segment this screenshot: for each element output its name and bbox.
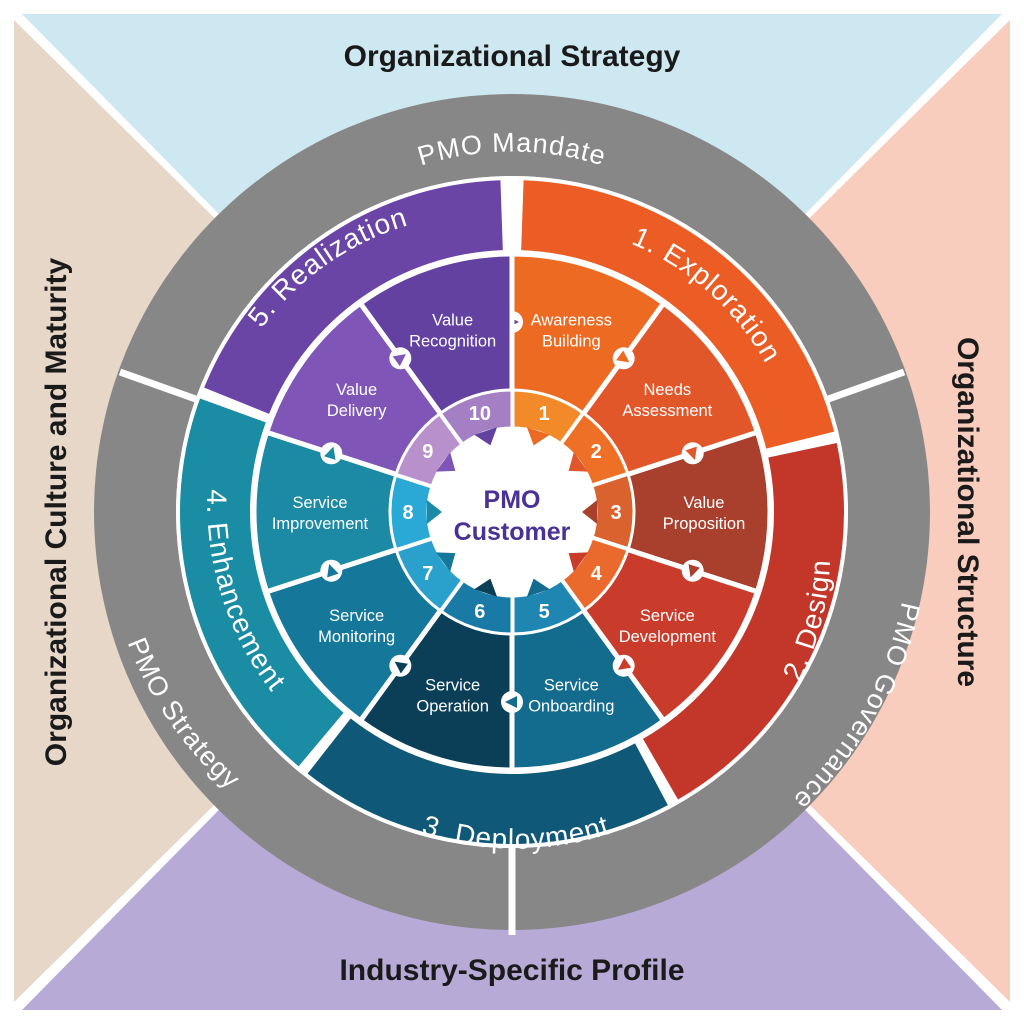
organizational-culture-label: Organizational Culture and Maturity <box>40 257 73 766</box>
center-pointer-icon <box>582 500 598 524</box>
realization-band <box>204 180 503 414</box>
step-label-line2: Operation <box>416 698 488 716</box>
step-number-1: 1 <box>539 403 550 425</box>
step-number-6: 6 <box>474 601 485 623</box>
step-label-line2: Building <box>542 332 601 350</box>
step-label-line2: Improvement <box>272 515 369 533</box>
design-band <box>643 442 844 800</box>
arrow-head-icon <box>685 446 697 460</box>
step-label-line2: Monitoring <box>318 628 395 646</box>
center-hub <box>426 427 598 597</box>
step-label-line2: Development <box>619 628 717 646</box>
step-arrow-4 <box>681 559 704 582</box>
center-label-line2: Customer <box>454 518 571 546</box>
arrow-head-icon <box>324 446 336 460</box>
step-label-line1: Value <box>432 311 473 329</box>
arrow-head-icon <box>616 350 630 363</box>
center-circle <box>428 428 596 596</box>
step-number-2: 2 <box>591 441 602 463</box>
step-label-line1: Service <box>544 677 599 695</box>
step-label-line1: Service <box>292 494 347 512</box>
step-number-9: 9 <box>422 441 433 463</box>
step-label-line1: Service <box>640 607 695 625</box>
arrow-head-icon <box>394 661 408 674</box>
step-label-line2: Recognition <box>409 332 496 350</box>
step-label-line1: Needs <box>643 381 691 399</box>
center-pointer-icon <box>436 452 456 472</box>
center-pointer-icon <box>474 578 498 597</box>
step-arrow-2 <box>612 347 635 370</box>
enhancement-band <box>179 398 344 767</box>
step-label-line1: Service <box>425 677 480 695</box>
arrow-head-icon <box>392 354 406 367</box>
step-number-5: 5 <box>539 601 550 623</box>
step-label-line2: Delivery <box>327 402 387 420</box>
step-label-line1: Awareness <box>531 311 612 329</box>
step-label-line2: Assessment <box>622 402 712 420</box>
organizational-strategy-label: Organizational Strategy <box>344 40 681 73</box>
step-label-line1: Value <box>684 494 725 512</box>
step-arrow-5 <box>612 654 635 677</box>
step-number-7: 7 <box>422 563 433 585</box>
step-label-line2: Proposition <box>663 515 746 533</box>
organizational-structure-label: Organizational Structure <box>951 337 984 687</box>
step-arrow-7 <box>389 654 412 677</box>
center-label-line1: PMO <box>484 486 541 514</box>
arrow-head-icon <box>688 564 700 578</box>
step-number-4: 4 <box>591 563 603 585</box>
center-pointer-icon <box>568 452 588 472</box>
step-label-line1: Value <box>336 381 377 399</box>
step-number-8: 8 <box>402 502 413 524</box>
arrow-head-icon <box>327 564 339 578</box>
step-label-line2: Onboarding <box>528 698 614 716</box>
center-pointer-icon <box>436 552 456 572</box>
center-pointer-icon <box>526 427 550 446</box>
step-arrow-9 <box>320 442 343 465</box>
center-pointer-icon <box>568 552 588 572</box>
arrow-head-icon <box>505 696 517 708</box>
center-pointer-icon <box>426 500 442 524</box>
step-arrow-3 <box>681 442 704 465</box>
center-pointer-icon <box>526 578 550 597</box>
step-arrow-10 <box>389 347 412 370</box>
step-arrow-8 <box>320 559 343 582</box>
step-number-3: 3 <box>610 502 621 524</box>
center-pointer-icon <box>474 427 498 446</box>
exploration-band <box>521 180 835 449</box>
step-number-10: 10 <box>469 403 491 425</box>
deployment-band <box>307 718 668 844</box>
phase-bands <box>179 180 844 844</box>
arrow-head-icon <box>618 657 632 670</box>
industry-profile-label: Industry-Specific Profile <box>339 954 684 987</box>
step-label-line1: Service <box>329 607 384 625</box>
step-arrow-6 <box>501 691 523 713</box>
